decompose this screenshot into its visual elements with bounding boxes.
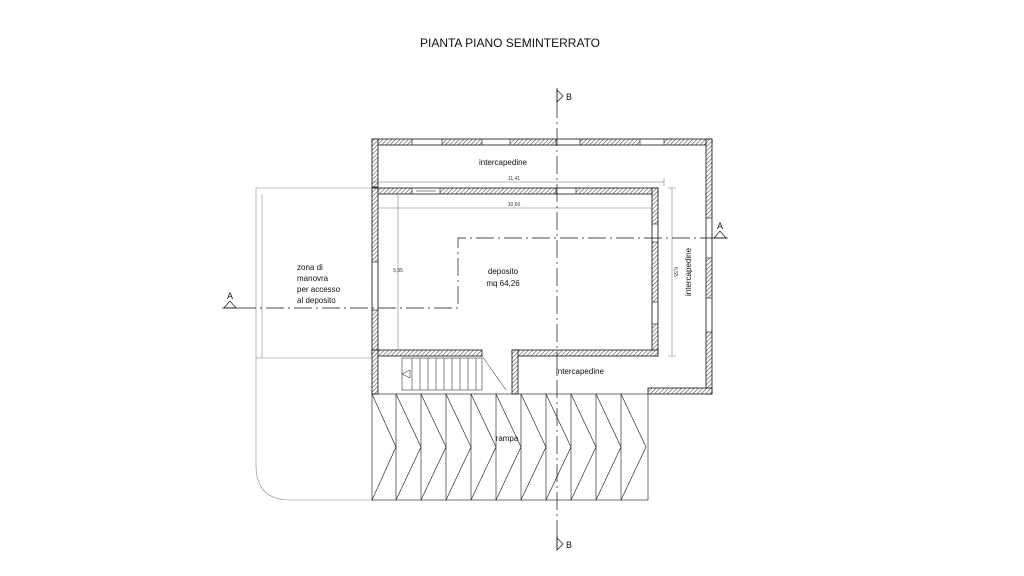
section-label-a-left: A [227, 291, 233, 301]
label-intercapedine-top: intercapedine [479, 158, 528, 167]
dim-outer-width: 11,41 [508, 176, 520, 182]
section-lines [238, 100, 712, 542]
ramp [371, 393, 649, 501]
section-marker-b-bottom [556, 536, 564, 551]
section-label-b-top: B [566, 92, 572, 102]
label-zona-line4: al deposito [297, 296, 336, 305]
label-zona-line3: per accesso [297, 285, 341, 294]
dimension-lines [371, 178, 676, 357]
section-label-a-right: A [717, 221, 723, 231]
label-zona-line2: manovra [297, 274, 329, 283]
label-deposito: deposito [488, 267, 519, 276]
label-intercapedine-right: intercapedine [684, 247, 693, 296]
manoeuvre-area-outline [255, 187, 372, 501]
label-intercapedine-bottom: intercapedine [556, 367, 605, 376]
label-rampa: rampa [496, 434, 519, 443]
plan-title: PIANTA PIANO SEMINTERRATO [420, 36, 600, 50]
dim-outer-height: 6,55 [672, 267, 678, 277]
section-marker-b-top [556, 88, 564, 103]
wall-openings [372, 139, 712, 332]
dim-inner-width: 10,60 [508, 202, 521, 208]
inner-walls [371, 187, 659, 395]
section-marker-a-right [712, 230, 728, 239]
section-marker-a-left [222, 300, 238, 309]
section-label-b-bottom: B [566, 540, 572, 550]
staircase [401, 355, 507, 391]
opening-frames [372, 139, 712, 333]
dim-inner-height: 5,95 [393, 268, 403, 274]
label-zona-line1: zona di [297, 263, 323, 272]
outer-walls [371, 138, 713, 395]
label-deposito-area: mq 64,26 [486, 279, 520, 288]
